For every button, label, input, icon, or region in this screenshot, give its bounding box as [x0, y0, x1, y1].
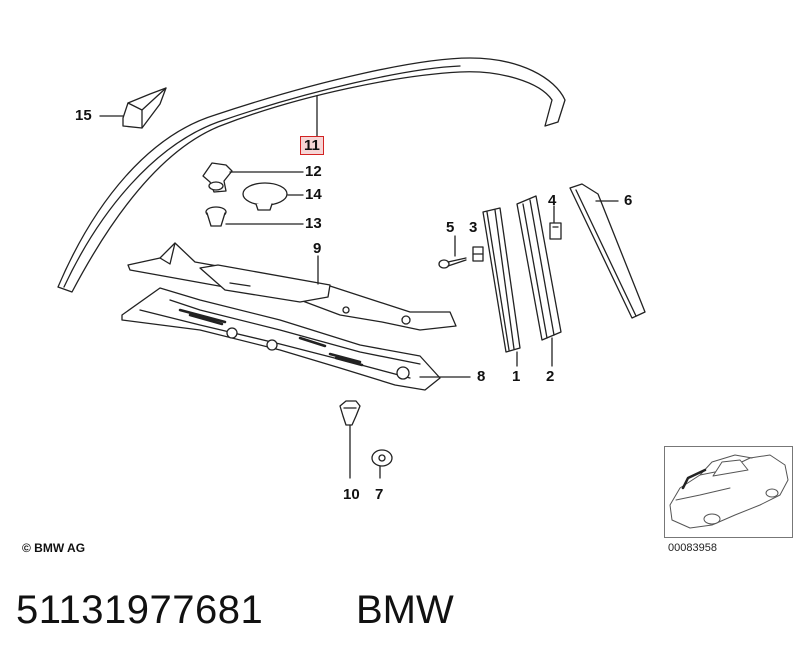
part-6-triangle-trim	[569, 183, 646, 319]
part-3-nut-clip	[472, 246, 484, 262]
thumbnail-number: 00083958	[668, 542, 717, 554]
callout-12: 12	[305, 163, 322, 180]
callout-13: 13	[305, 215, 322, 232]
callout-1: 1	[512, 368, 521, 385]
car-thumbnail-icon	[669, 454, 789, 529]
thumbnail-frame	[664, 446, 793, 538]
callout-7: 7	[375, 486, 384, 503]
part-2-pillar-trim-outer	[516, 195, 562, 341]
part-5-screw	[438, 257, 467, 269]
brand-name: BMW	[356, 588, 454, 632]
part-11-moulding	[57, 57, 566, 293]
part-14-cap	[242, 182, 288, 211]
callout-6: 6	[624, 192, 633, 209]
part-13-grommet	[205, 206, 227, 227]
part-12-clip	[202, 162, 233, 193]
part-9-cowl-upper	[127, 242, 457, 331]
part-15-bracket	[122, 87, 167, 129]
part-8-cowl-lower	[121, 287, 441, 391]
part-10-clip	[339, 400, 361, 426]
callout-10: 10	[343, 486, 360, 503]
callout-3: 3	[469, 219, 478, 236]
part-4-clip	[549, 222, 562, 240]
callout-9: 9	[313, 240, 322, 257]
part-1-pillar-trim	[482, 207, 521, 353]
copyright-notice: © BMW AG	[22, 541, 86, 555]
callout-14: 14	[305, 186, 322, 203]
part-7-push-pin	[371, 449, 393, 467]
callout-8: 8	[477, 368, 486, 385]
callout-5: 5	[446, 219, 455, 236]
part-number: 51131977681	[16, 588, 264, 632]
callout-2: 2	[546, 368, 555, 385]
callout-11: 11	[300, 136, 324, 155]
callout-4: 4	[548, 192, 557, 209]
callout-15: 15	[75, 107, 92, 124]
